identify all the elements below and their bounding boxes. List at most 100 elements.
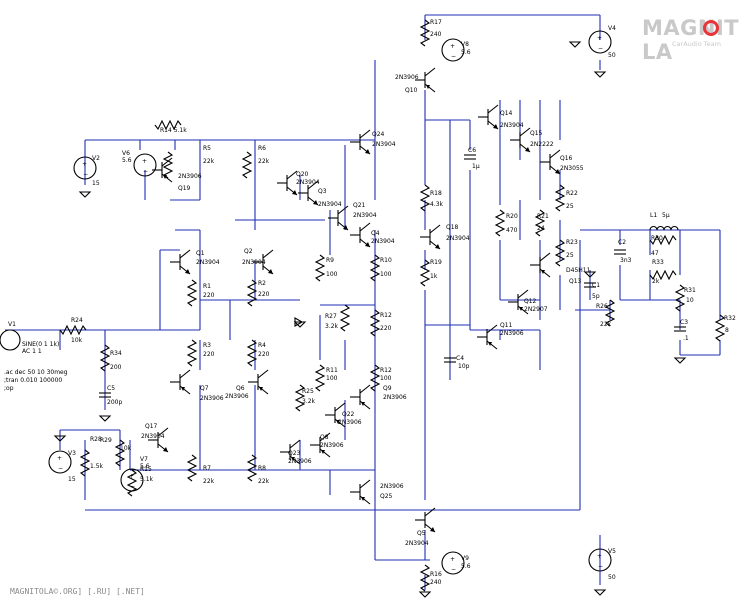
capacitor-c2[interactable] xyxy=(614,249,626,255)
resistor-r25[interactable] xyxy=(294,384,306,412)
transistor-label-q22: Q22 xyxy=(342,411,355,418)
resistor-r3[interactable] xyxy=(186,339,198,367)
transistor-q2[interactable] xyxy=(253,249,274,275)
logo-subtitle: CarAudio Team xyxy=(672,40,721,48)
resistor-r28[interactable] xyxy=(79,449,91,477)
resistor-value-r10: 100 xyxy=(380,271,392,278)
resistor-r30[interactable] xyxy=(649,234,677,246)
transistor-q12[interactable] xyxy=(508,289,529,315)
transistor-q6[interactable] xyxy=(248,369,269,395)
transistor-q18[interactable] xyxy=(420,224,441,250)
resistor-r18[interactable] xyxy=(419,184,431,212)
resistor-r26[interactable] xyxy=(604,299,616,327)
voltage-source-v2[interactable]: +− xyxy=(73,156,97,180)
resistor-r17[interactable] xyxy=(419,19,431,47)
inductor-l1[interactable] xyxy=(649,225,679,231)
resistor-label-r28: R28 xyxy=(90,436,102,443)
transistor-q21[interactable] xyxy=(328,205,349,231)
resistor-r9[interactable] xyxy=(314,254,326,282)
transistor-q9[interactable] xyxy=(350,384,371,410)
voltage-source-v8[interactable]: +− xyxy=(441,38,465,62)
voltage-source-v4[interactable]: +− xyxy=(588,30,612,54)
resistor-r22[interactable] xyxy=(554,184,566,212)
resistor-r34[interactable] xyxy=(99,344,111,372)
ground-icon xyxy=(673,357,687,364)
transistor-q24[interactable] xyxy=(350,129,371,155)
transistor-model-q21: 2N3904 xyxy=(353,212,377,219)
transistor-q3[interactable] xyxy=(298,180,319,206)
resistor-r31[interactable] xyxy=(674,284,686,312)
svg-text:−: − xyxy=(451,566,456,573)
svg-text:+: + xyxy=(450,556,455,563)
resistor-r15[interactable] xyxy=(126,469,138,497)
resistor-r5[interactable] xyxy=(162,151,174,179)
resistor-value-r8: 22k xyxy=(258,478,270,485)
components: +−+−+−+−+−+−+−+− xyxy=(0,19,726,598)
transistor-model-q7: 2N3906 xyxy=(200,395,224,402)
voltage-source-v6[interactable]: +− xyxy=(133,153,157,177)
transistor-q15[interactable] xyxy=(510,127,531,153)
transistor-q20[interactable] xyxy=(277,170,298,196)
voltage-source-v3[interactable]: +− xyxy=(48,450,72,474)
voltage-source-v9[interactable]: +− xyxy=(441,551,465,575)
resistor-r12[interactable] xyxy=(369,364,381,392)
transistor-model-q14: 2N3904 xyxy=(500,122,524,129)
transistor-q10[interactable] xyxy=(415,67,436,93)
capacitor-c5[interactable] xyxy=(99,392,111,398)
voltage-source-v1[interactable] xyxy=(0,329,21,351)
transistor-q14[interactable] xyxy=(478,104,499,130)
transistor-model-q4: 2N3904 xyxy=(371,238,395,245)
resistor-r20[interactable] xyxy=(494,209,506,237)
resistor-r11[interactable] xyxy=(314,364,326,392)
resistor-r10[interactable] xyxy=(369,254,381,282)
transistor-q25[interactable] xyxy=(350,479,371,505)
transistor-label-q6: Q6 xyxy=(236,385,245,392)
resistor-r24[interactable] xyxy=(59,324,87,336)
svg-text:−: − xyxy=(83,171,88,178)
resistor-r14[interactable] xyxy=(154,119,182,131)
transistor-q7[interactable] xyxy=(170,369,191,395)
transistor-q5[interactable] xyxy=(415,507,436,533)
transistor-q4[interactable] xyxy=(350,222,371,248)
resistor-label-r17: R17 xyxy=(430,19,442,26)
component-labels: V215V315V450V550V65.6V75.6V85.6V95.6V1SI… xyxy=(4,19,736,586)
voltage-source-v5[interactable]: +− xyxy=(588,548,612,572)
transistor-q8[interactable] xyxy=(310,432,331,458)
resistor-r33[interactable] xyxy=(649,269,677,281)
capacitor-c4[interactable] xyxy=(444,357,456,363)
transistor-q17[interactable] xyxy=(148,427,169,453)
resistor-r27[interactable] xyxy=(339,304,351,332)
resistor-r12b[interactable] xyxy=(369,309,381,337)
resistor-r8[interactable] xyxy=(246,454,258,482)
resistor-r6[interactable] xyxy=(241,151,253,179)
transistor-q1[interactable] xyxy=(170,249,191,275)
transistor-q22[interactable] xyxy=(325,402,346,428)
svg-text:−: − xyxy=(130,483,135,490)
resistor-label-r11: R11 xyxy=(326,367,338,374)
resistor-value-r12: 100 xyxy=(380,375,392,382)
capacitor-label-c3: C3 xyxy=(680,319,688,326)
capacitor-c6[interactable] xyxy=(464,154,476,160)
capacitor-c1[interactable] xyxy=(584,282,596,288)
resistor-r29[interactable] xyxy=(114,439,126,467)
transistor-q23[interactable] xyxy=(280,439,301,465)
transistor-q16[interactable] xyxy=(540,149,561,175)
resistor-r7[interactable] xyxy=(186,454,198,482)
resistor-r19[interactable] xyxy=(419,259,431,287)
resistor-r16[interactable] xyxy=(419,564,431,592)
svg-text:+: + xyxy=(82,161,87,168)
resistor-r32[interactable] xyxy=(714,314,726,342)
transistor-label-q20: Q20 xyxy=(296,171,309,178)
resistor-r2[interactable] xyxy=(246,279,258,307)
transistor-model-q6: 2N3906 xyxy=(225,393,249,400)
spice-directive: .ac dec 50 10 30meg xyxy=(4,369,68,376)
resistor-value-r17: 240 xyxy=(430,31,442,38)
transistor-q13[interactable] xyxy=(530,252,551,278)
transistor-q11[interactable] xyxy=(477,324,498,350)
resistor-r1[interactable] xyxy=(186,279,198,307)
transistor-q19[interactable] xyxy=(152,157,173,183)
capacitor-c3[interactable] xyxy=(674,326,686,332)
resistor-r23[interactable] xyxy=(554,239,566,267)
resistor-r4[interactable] xyxy=(246,339,258,367)
resistor-r21[interactable] xyxy=(534,209,546,237)
